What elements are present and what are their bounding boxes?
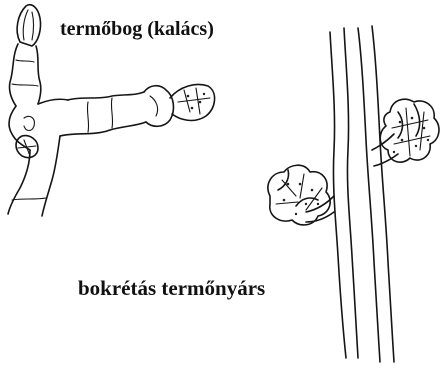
label-fruiting-knob: termőbog (kalács): [60, 18, 214, 41]
fruiting-spur-drawing: [268, 26, 439, 362]
label-fruiting-spur: bokrétás termőnyárs: [78, 276, 265, 301]
